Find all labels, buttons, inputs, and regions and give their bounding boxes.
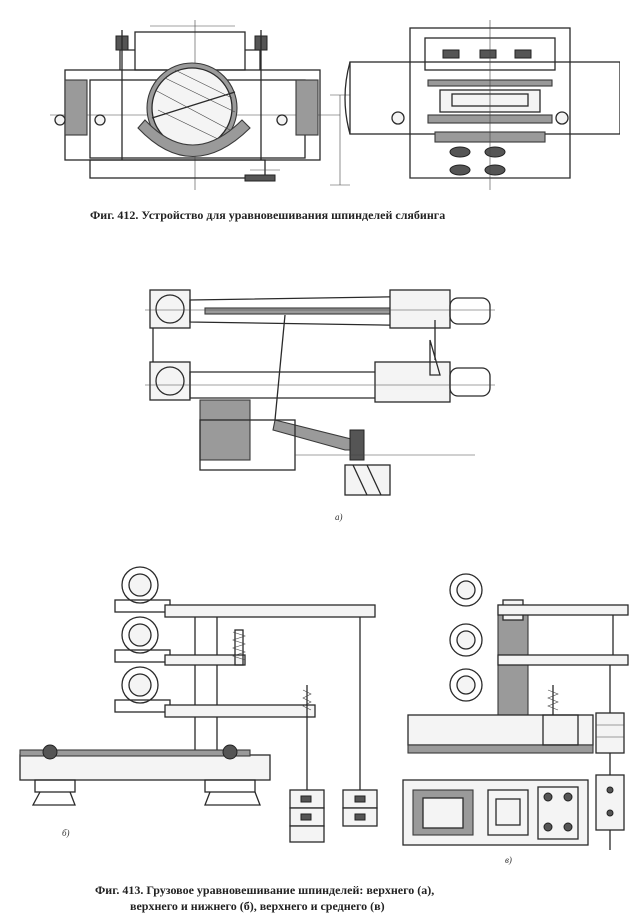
figure-413v-drawing <box>398 565 633 855</box>
label-v: в) <box>505 855 512 865</box>
caption-figure-413-line2: верхнего и нижнего (б), верхнего и средн… <box>130 899 385 913</box>
label-b: б) <box>62 828 70 838</box>
fig412-right-view <box>344 20 620 190</box>
fig413b-counterweight-2 <box>342 789 378 827</box>
fig413b-spindle-low <box>114 666 171 713</box>
label-a: a) <box>335 512 343 522</box>
fig413b-spindle-top <box>114 566 171 613</box>
figure-413b-drawing <box>15 560 385 850</box>
figure-412-drawing <box>50 20 620 195</box>
caption-figure-412: Фиг. 412. Устройство для уравновешивания… <box>90 208 446 222</box>
figure-413a-drawing <box>145 280 495 505</box>
fig413b-counterweight-1 <box>289 789 325 843</box>
caption-figure-413-line1: Фиг. 413. Грузовое уравновешивание шпинд… <box>95 883 435 897</box>
fig412-left-view <box>50 20 350 190</box>
fig413b-spindle-mid <box>114 616 171 663</box>
